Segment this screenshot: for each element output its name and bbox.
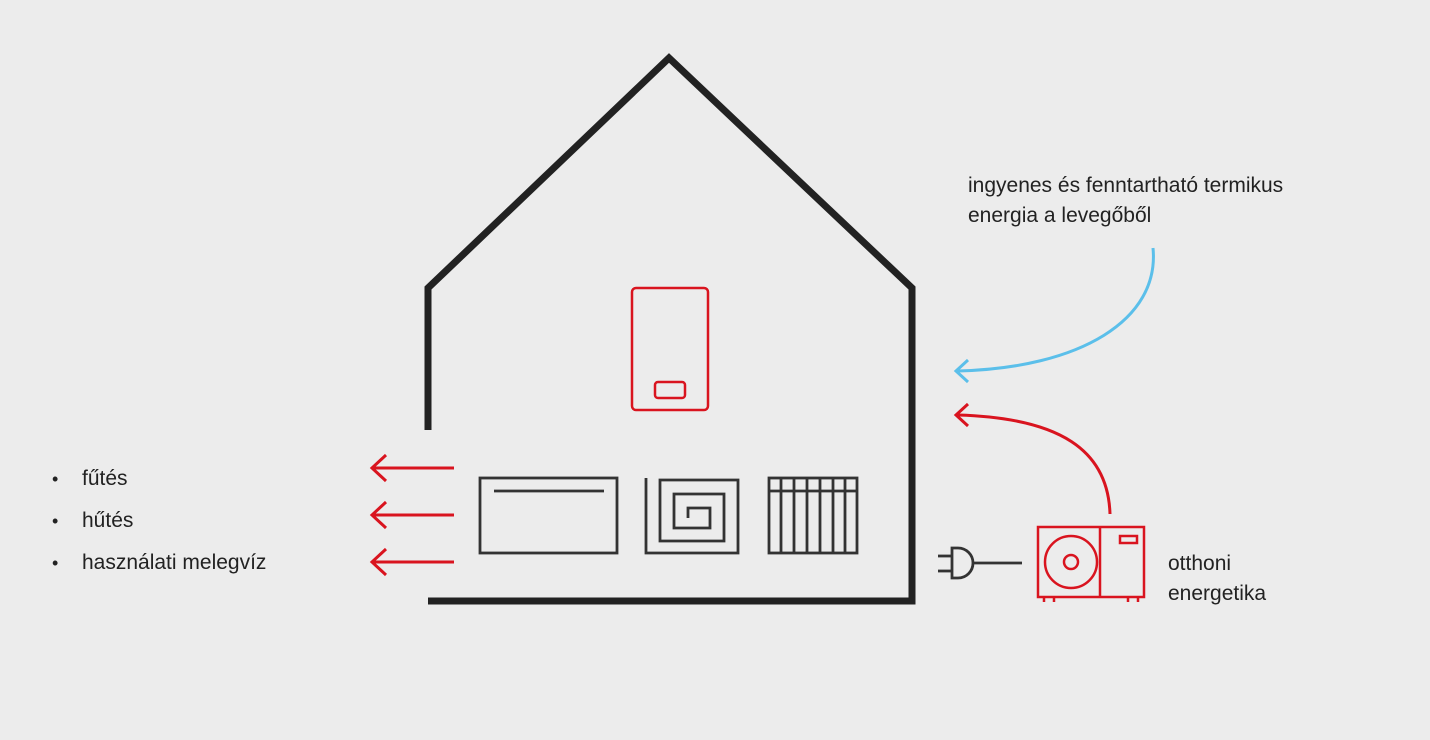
bullet-icon: • xyxy=(52,553,59,573)
heat-pump-outdoor-unit-icon xyxy=(1036,525,1146,602)
home-energy-line-2: energetika xyxy=(1168,582,1267,605)
output-arrow-cooling xyxy=(369,500,454,530)
list-item: • fűtés xyxy=(50,458,266,500)
air-energy-label: ingyenes és fenntartható termikus energi… xyxy=(968,171,1283,231)
wall-boiler-icon xyxy=(630,286,710,412)
home-energy-label: otthoni energetika xyxy=(1168,549,1266,609)
air-energy-line-1: ingyenes és fenntartható termikus xyxy=(968,174,1284,197)
list-item: • használati melegvíz xyxy=(50,542,266,584)
output-label-cooling: hűtés xyxy=(82,509,134,532)
underfloor-heating-icon xyxy=(644,478,740,555)
home-energy-line-1: otthoni xyxy=(1168,552,1232,575)
heat-pump-arrow xyxy=(953,402,1112,515)
output-arrow-heating xyxy=(369,453,454,483)
output-list: • fűtés • hűtés • használati melegvíz xyxy=(50,458,266,584)
bullet-icon: • xyxy=(52,469,59,489)
output-label-heating: fűtés xyxy=(82,467,128,490)
bullet-icon: • xyxy=(52,511,59,531)
output-label-hot-water: használati melegvíz xyxy=(82,551,267,574)
list-item: • hűtés xyxy=(50,500,266,542)
house-outline-icon xyxy=(424,53,916,605)
radiator-icon xyxy=(767,476,859,555)
power-plug-icon xyxy=(938,546,1022,580)
air-energy-arrow xyxy=(953,247,1155,384)
output-arrow-hot-water xyxy=(369,547,454,577)
air-energy-line-2: energia a levegőből xyxy=(968,204,1152,227)
fan-coil-icon xyxy=(478,476,619,555)
